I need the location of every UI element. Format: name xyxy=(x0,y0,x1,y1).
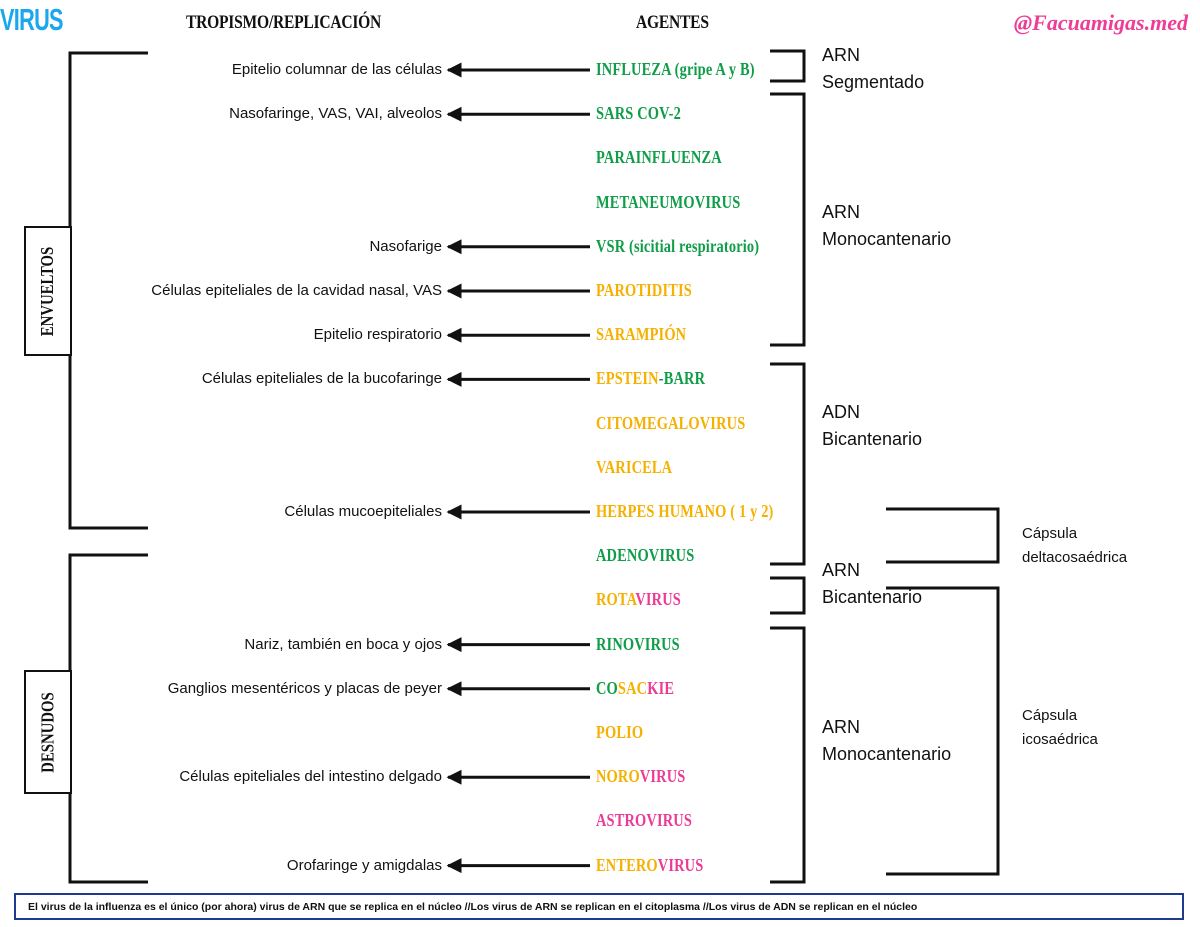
naked-bracket xyxy=(68,553,148,884)
agent-name-part: SARS COV-2 xyxy=(596,103,681,124)
agent-name-part: -BARR xyxy=(658,368,706,389)
agent-name-part: ADENOVIRUS xyxy=(596,545,695,566)
agent-name-part: HERPES HUMANO ( 1 y 2) xyxy=(596,501,774,521)
agent-name: VSR (sicitial respiratorio) xyxy=(596,236,759,257)
tropism-text: Células epiteliales del intestino delgad… xyxy=(179,768,442,786)
agent-name: ASTROVIRUS xyxy=(596,810,692,831)
agent-name-part: VARICELA xyxy=(596,456,673,477)
agent-name-part: ASTROVIRUS xyxy=(596,810,693,831)
agent-name-part: VIRUS xyxy=(635,589,681,610)
agent-name: METANEUMOVIRUS xyxy=(596,192,740,213)
agent-name: ROTAVIRUS xyxy=(596,589,681,610)
naked-label: DESNUDOS xyxy=(24,670,72,794)
tropism-text: Nasofaringe, VAS, VAI, alveolos xyxy=(229,105,442,123)
bracket-arn-monocantenario-1 xyxy=(770,92,806,347)
agent-name: PARAINFLUENZA xyxy=(596,147,722,168)
bracket-capsula-icosaedrica xyxy=(886,586,1000,876)
tropism-text: Nasofarige xyxy=(369,237,442,255)
footer-note: El virus de la influenza es el único (po… xyxy=(14,893,1184,920)
tropism-text: Células epiteliales de la cavidad nasal,… xyxy=(151,282,442,299)
agent-name-part: SARAMPIÓN xyxy=(596,324,687,345)
tropism-text: Epitelio columnar de las células xyxy=(231,61,442,78)
bracket-capsula-deltacosaedrica xyxy=(886,507,1000,564)
agent-name-part: NORO xyxy=(596,766,640,787)
enveloped-label: ENVUELTOS xyxy=(24,226,72,356)
agent-name-part: RINOVIRUS xyxy=(596,633,680,654)
agent-name: VARICELA xyxy=(596,457,672,478)
agent-name: CITOMEGALOVIRUS xyxy=(596,413,745,434)
agent-name-part: VIRUS xyxy=(657,854,704,875)
agent-name-part: INFLUEZA (gripe A y B) xyxy=(596,59,755,79)
bracket-arn-monocantenario-2 xyxy=(770,626,806,884)
agent-name-part: CO xyxy=(596,677,618,698)
agent-name-part: ROTA xyxy=(596,589,636,610)
agent-name-part: PARAINFLUENZA xyxy=(596,147,722,168)
agent-name: SARS COV-2 xyxy=(596,103,681,124)
enveloped-bracket xyxy=(68,51,148,530)
agent-name: INFLUEZA (gripe A y B) xyxy=(596,59,755,80)
agent-name: SARAMPIÓN xyxy=(596,324,686,345)
bracket-arn-segmentado xyxy=(770,49,806,83)
tropism-header: TROPISMO/REPLICACIÓN xyxy=(186,12,382,33)
agent-name: EPSTEIN-BARR xyxy=(596,368,705,389)
bracket-adn-bicantenario xyxy=(770,362,806,566)
tropism-text: Células mucoepiteliales xyxy=(284,503,442,520)
agent-name-part: ENTERO xyxy=(596,854,658,875)
agent-name-part: METANEUMOVIRUS xyxy=(596,191,741,212)
agent-name-part: VSR (sicitial respiratorio) xyxy=(596,235,760,256)
agent-name: NOROVIRUS xyxy=(596,766,685,787)
tropism-text: Orofaringe y amigdalas xyxy=(286,856,442,874)
agent-name-part: VIRUS xyxy=(639,766,686,787)
tropism-text: Nariz, también en boca y ojos xyxy=(244,635,442,653)
agent-name-part: POLIO xyxy=(596,722,644,742)
agent-name-part: PAROTIDITIS xyxy=(596,280,692,300)
agent-name: RINOVIRUS xyxy=(596,634,680,655)
page-title: VIRUS xyxy=(0,2,64,37)
agent-name: ENTEROVIRUS xyxy=(596,855,703,876)
brand-watermark: @Facuamigas.med xyxy=(1013,10,1188,35)
agents-header: AGENTES xyxy=(636,12,709,33)
agent-name-part: SAC xyxy=(617,677,648,698)
agent-name: POLIO xyxy=(596,722,643,743)
agent-name: PAROTIDITIS xyxy=(596,280,692,301)
agent-name-part: EPSTEIN xyxy=(596,368,659,389)
agent-name-part: KIE xyxy=(647,677,675,698)
bracket-arn-bicantenario xyxy=(770,576,806,615)
agent-name: ADENOVIRUS xyxy=(596,545,694,566)
agent-name: COSACKIE xyxy=(596,678,674,699)
tropism-text: Células epiteliales de la bucofaringe xyxy=(201,370,442,388)
tropism-text: Ganglios mesentéricos y placas de peyer xyxy=(167,679,442,697)
tropism-text: Epitelio respiratorio xyxy=(313,326,442,344)
agent-name-part: CITOMEGALOVIRUS xyxy=(596,412,746,433)
agent-name: HERPES HUMANO ( 1 y 2) xyxy=(596,501,774,522)
